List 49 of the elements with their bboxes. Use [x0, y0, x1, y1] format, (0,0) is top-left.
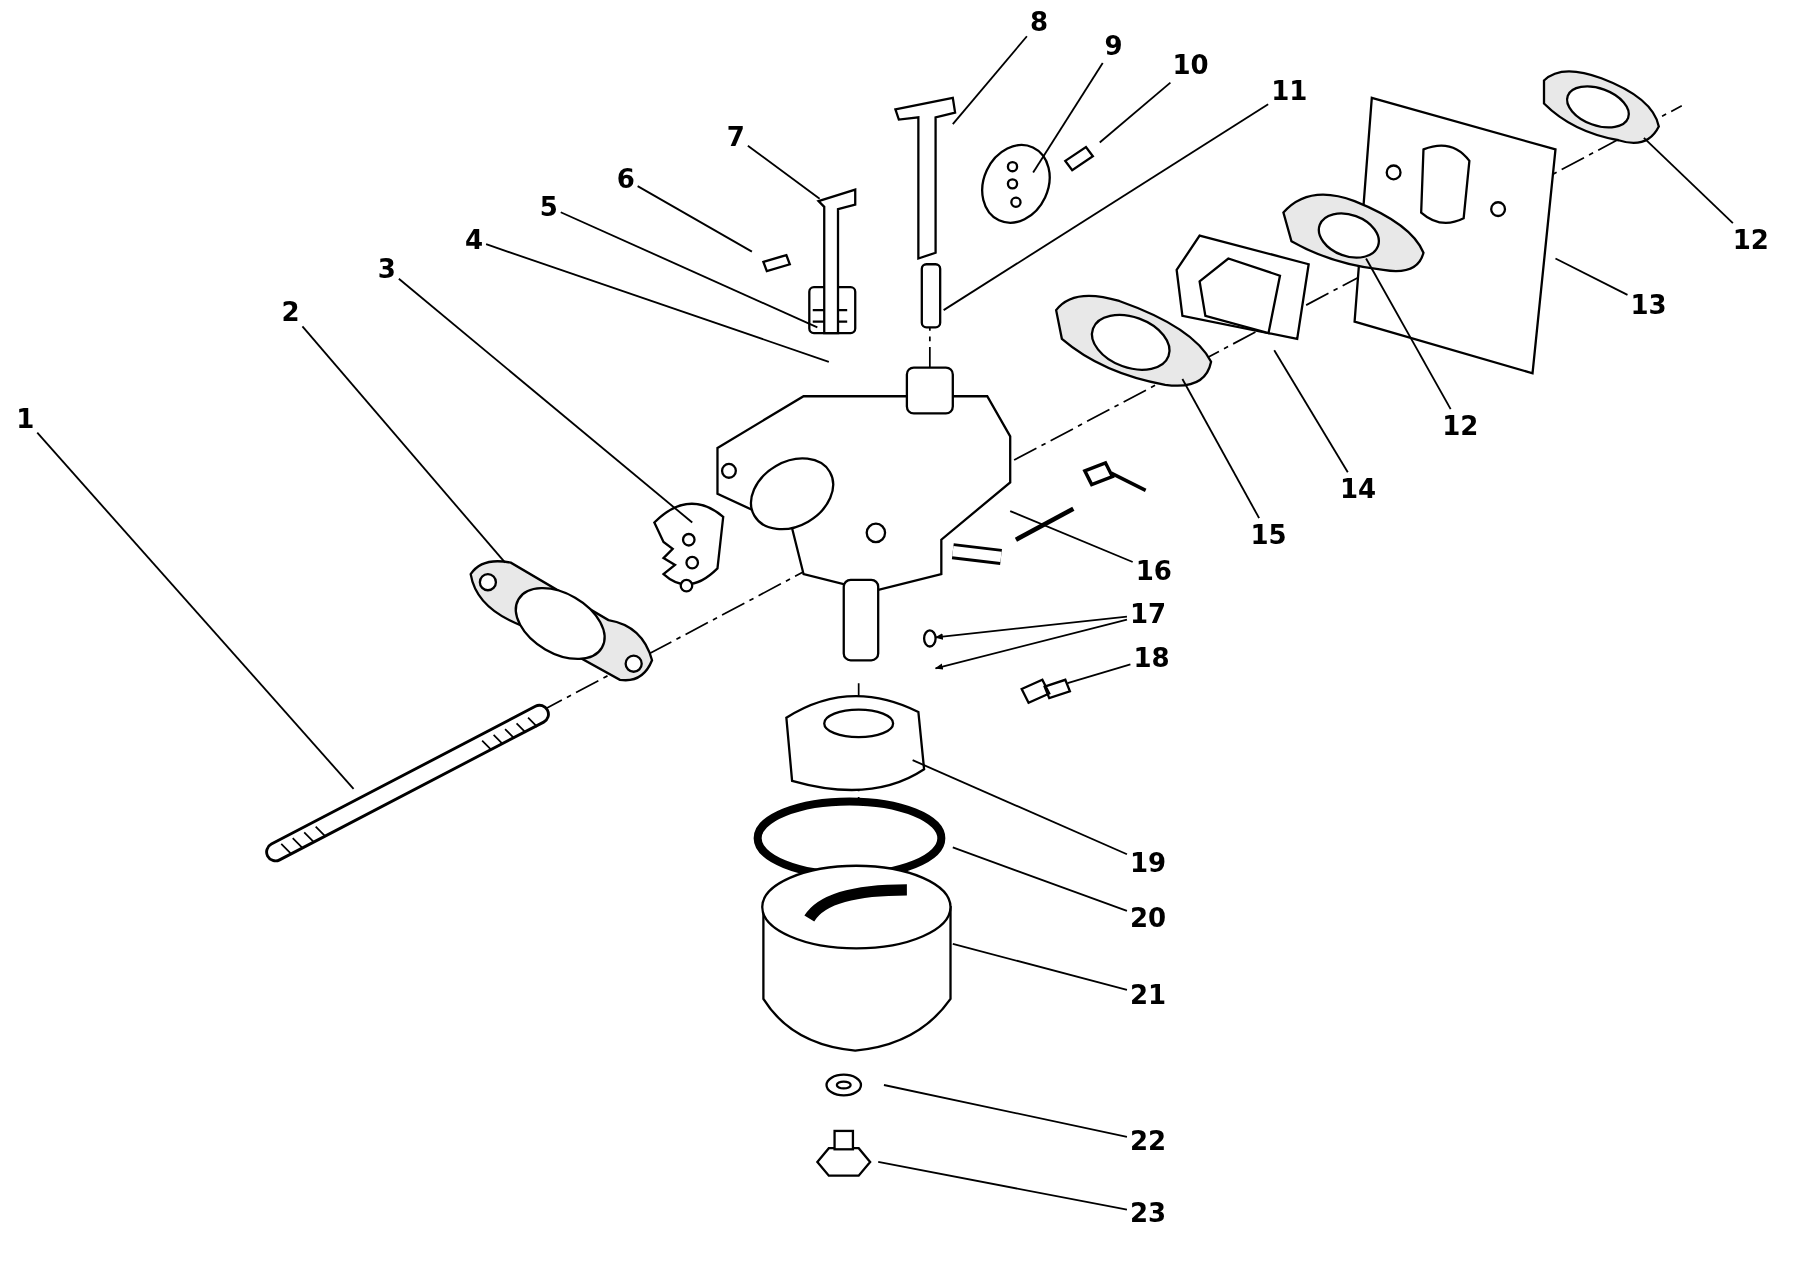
leader-line — [301, 325, 507, 564]
callout-number: 23 — [1129, 1198, 1167, 1229]
leader-line — [1554, 257, 1629, 296]
leader-line — [951, 846, 1128, 912]
leader-line — [942, 103, 1270, 312]
callout-number: 15 — [1250, 519, 1287, 550]
leader-line — [636, 185, 753, 253]
callout-number: 12 — [1442, 410, 1479, 441]
callout-number: 17 — [1129, 599, 1167, 630]
callout-number: 12 — [1732, 224, 1769, 255]
leader-line — [911, 759, 1128, 856]
leader-line — [1032, 62, 1104, 174]
callout-number: 14 — [1340, 474, 1377, 504]
callout-number: 10 — [1172, 50, 1209, 81]
leader-line — [877, 1161, 1128, 1211]
callout-number: 2 — [281, 297, 300, 328]
callout-number: 21 — [1129, 980, 1167, 1011]
callout-number: 4 — [465, 224, 484, 255]
leader-line — [951, 942, 1128, 991]
leader-line — [1273, 349, 1349, 474]
callout-number: 16 — [1135, 555, 1172, 586]
leader-line — [1009, 510, 1134, 563]
leader-line — [934, 618, 1128, 670]
callout-number: 3 — [377, 253, 396, 284]
callout-number: 13 — [1630, 290, 1667, 321]
callout-number: 20 — [1129, 903, 1167, 934]
callout-number: 18 — [1133, 642, 1170, 673]
callout-number: 7 — [726, 121, 745, 152]
callout-number: 1 — [16, 404, 35, 434]
leader-line — [1181, 378, 1261, 520]
leader-line — [1066, 663, 1132, 685]
leader-line — [1365, 257, 1452, 410]
callout-number: 11 — [1271, 75, 1308, 106]
leader-line — [36, 431, 355, 790]
callout-number: 8 — [1029, 6, 1048, 37]
callout-number: 5 — [539, 191, 558, 222]
leader-line — [746, 144, 821, 200]
leader-line — [951, 35, 1028, 126]
leader-line — [559, 211, 819, 329]
callout-number: 9 — [1104, 30, 1123, 61]
leader-line — [883, 1084, 1128, 1138]
leader-line — [1098, 81, 1172, 144]
callout-number: 22 — [1129, 1126, 1167, 1157]
leader-line — [934, 615, 1128, 640]
leader-line — [397, 277, 694, 524]
leader-line — [485, 243, 830, 363]
leader-line — [1642, 137, 1734, 225]
callout-number: 6 — [616, 164, 635, 195]
callout-number: 19 — [1129, 848, 1167, 879]
